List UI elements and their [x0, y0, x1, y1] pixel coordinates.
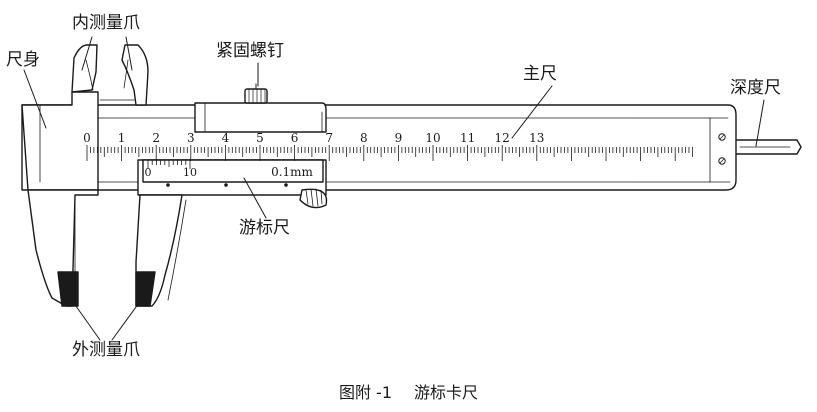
screw-icon: [718, 157, 726, 165]
sliding-outer-jaw-tip: [135, 271, 156, 307]
lock-screw: [244, 88, 268, 104]
vernier-precision: 0.1mm: [271, 165, 313, 179]
fixed-inner-jaw: [71, 44, 98, 93]
main-scale-number: 2: [152, 131, 160, 145]
main-scale-number: 11: [460, 131, 475, 145]
sliding-inner-jaw: [121, 44, 149, 106]
label-vernier-scale: 游标尺: [239, 218, 290, 238]
vernier-plate: [142, 159, 324, 183]
rivet-icon: [166, 183, 170, 187]
main-scale: [86, 145, 693, 161]
label-inner-jaws: 内测量爪: [72, 13, 140, 33]
main-scale-number: 10: [425, 131, 440, 145]
slider-top: [194, 102, 327, 133]
main-scale-number: 4: [222, 131, 230, 145]
main-scale-number: 7: [325, 131, 333, 145]
main-scale-number: 1: [118, 131, 126, 145]
label-ruler-body: 尺身: [6, 50, 40, 70]
main-scale-number: 0: [83, 131, 91, 145]
vernier-scale: [147, 160, 191, 169]
main-scale-number: 13: [529, 131, 544, 145]
caption-number: 图附 -1: [338, 383, 393, 402]
vernier-number-0: 0: [145, 166, 152, 179]
rivet-icon: [284, 183, 288, 187]
fixed-outer-jaw-tip: [57, 271, 79, 307]
figure-caption: 图附 -1 游标卡尺: [0, 379, 817, 403]
leader-lines: [23, 36, 765, 341]
label-lock-screw: 紧固螺钉: [216, 41, 284, 61]
main-scale-number: 12: [495, 131, 510, 145]
fixed-outer-jaw: [27, 189, 99, 307]
screw-icon: [718, 133, 726, 141]
main-scale-number: 9: [395, 131, 403, 145]
rivet-icon: [224, 183, 228, 187]
label-main-scale: 主尺: [523, 64, 557, 84]
main-scale-number: 3: [187, 131, 195, 145]
caption-title: 游标卡尺: [414, 383, 479, 402]
label-depth-rod: 深度尺: [730, 78, 781, 98]
main-scale-number: 8: [360, 131, 368, 145]
main-scale-number: 5: [256, 131, 264, 145]
label-outer-jaws: 外测量爪: [72, 340, 140, 360]
main-scale-number: 6: [291, 131, 299, 145]
vernier-number-10: 10: [183, 166, 197, 179]
